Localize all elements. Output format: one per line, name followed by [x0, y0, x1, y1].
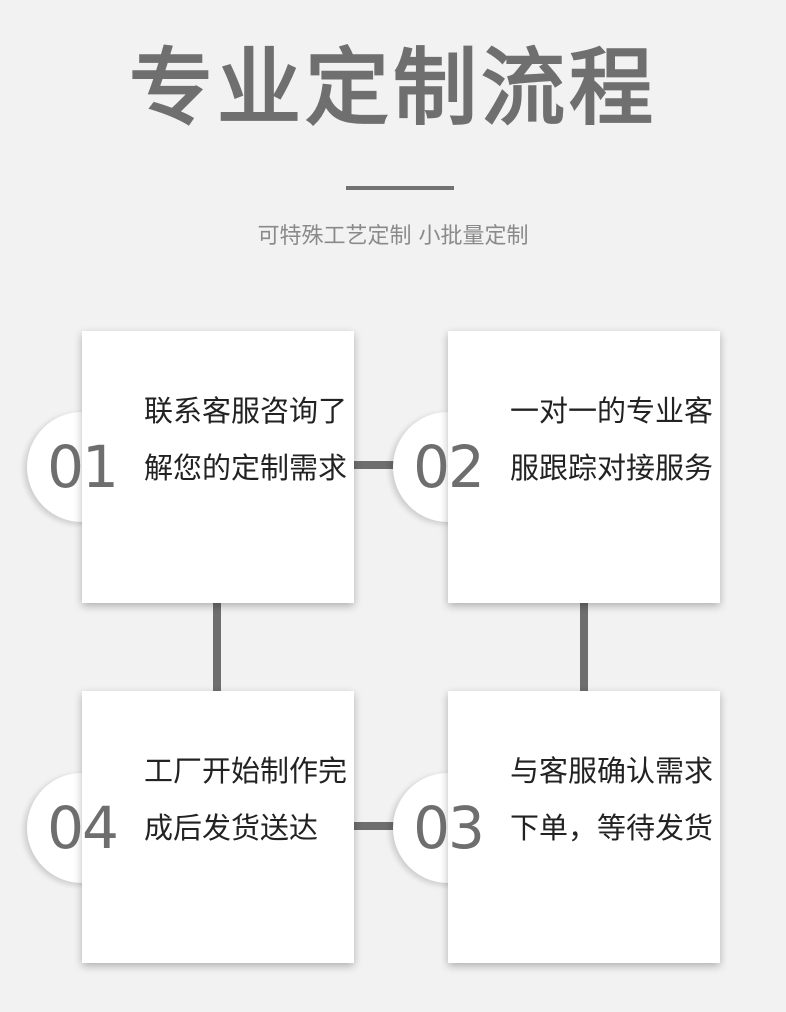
step-number: 01	[47, 433, 119, 501]
page-subtitle: 可特殊工艺定制 小批量定制	[257, 224, 529, 249]
step-number: 04	[47, 794, 119, 862]
step-number: 02	[413, 433, 485, 501]
step-card-03: 与客服确认需求下单，等待发货	[448, 691, 720, 963]
step-card-04: 工厂开始制作完成后发货送达	[82, 691, 354, 963]
step-description: 联系客服咨询了解您的定制需求	[144, 394, 348, 485]
step-description: 工厂开始制作完成后发货送达	[144, 754, 348, 845]
step-card-02: 一对一的专业客服跟踪对接服务	[448, 331, 720, 603]
step-number: 03	[413, 794, 485, 862]
step-description: 与客服确认需求下单，等待发货	[510, 754, 714, 845]
step-card-01: 联系客服咨询了解您的定制需求	[82, 331, 354, 603]
connector-step1-step4	[213, 603, 221, 691]
connector-step2-step3	[580, 603, 588, 691]
page-title: 专业定制流程	[128, 38, 657, 137]
step-description: 一对一的专业客服跟踪对接服务	[510, 394, 714, 485]
title-underline	[346, 186, 454, 190]
connector-step4-step3	[354, 822, 400, 830]
connector-step1-step2	[354, 461, 400, 469]
